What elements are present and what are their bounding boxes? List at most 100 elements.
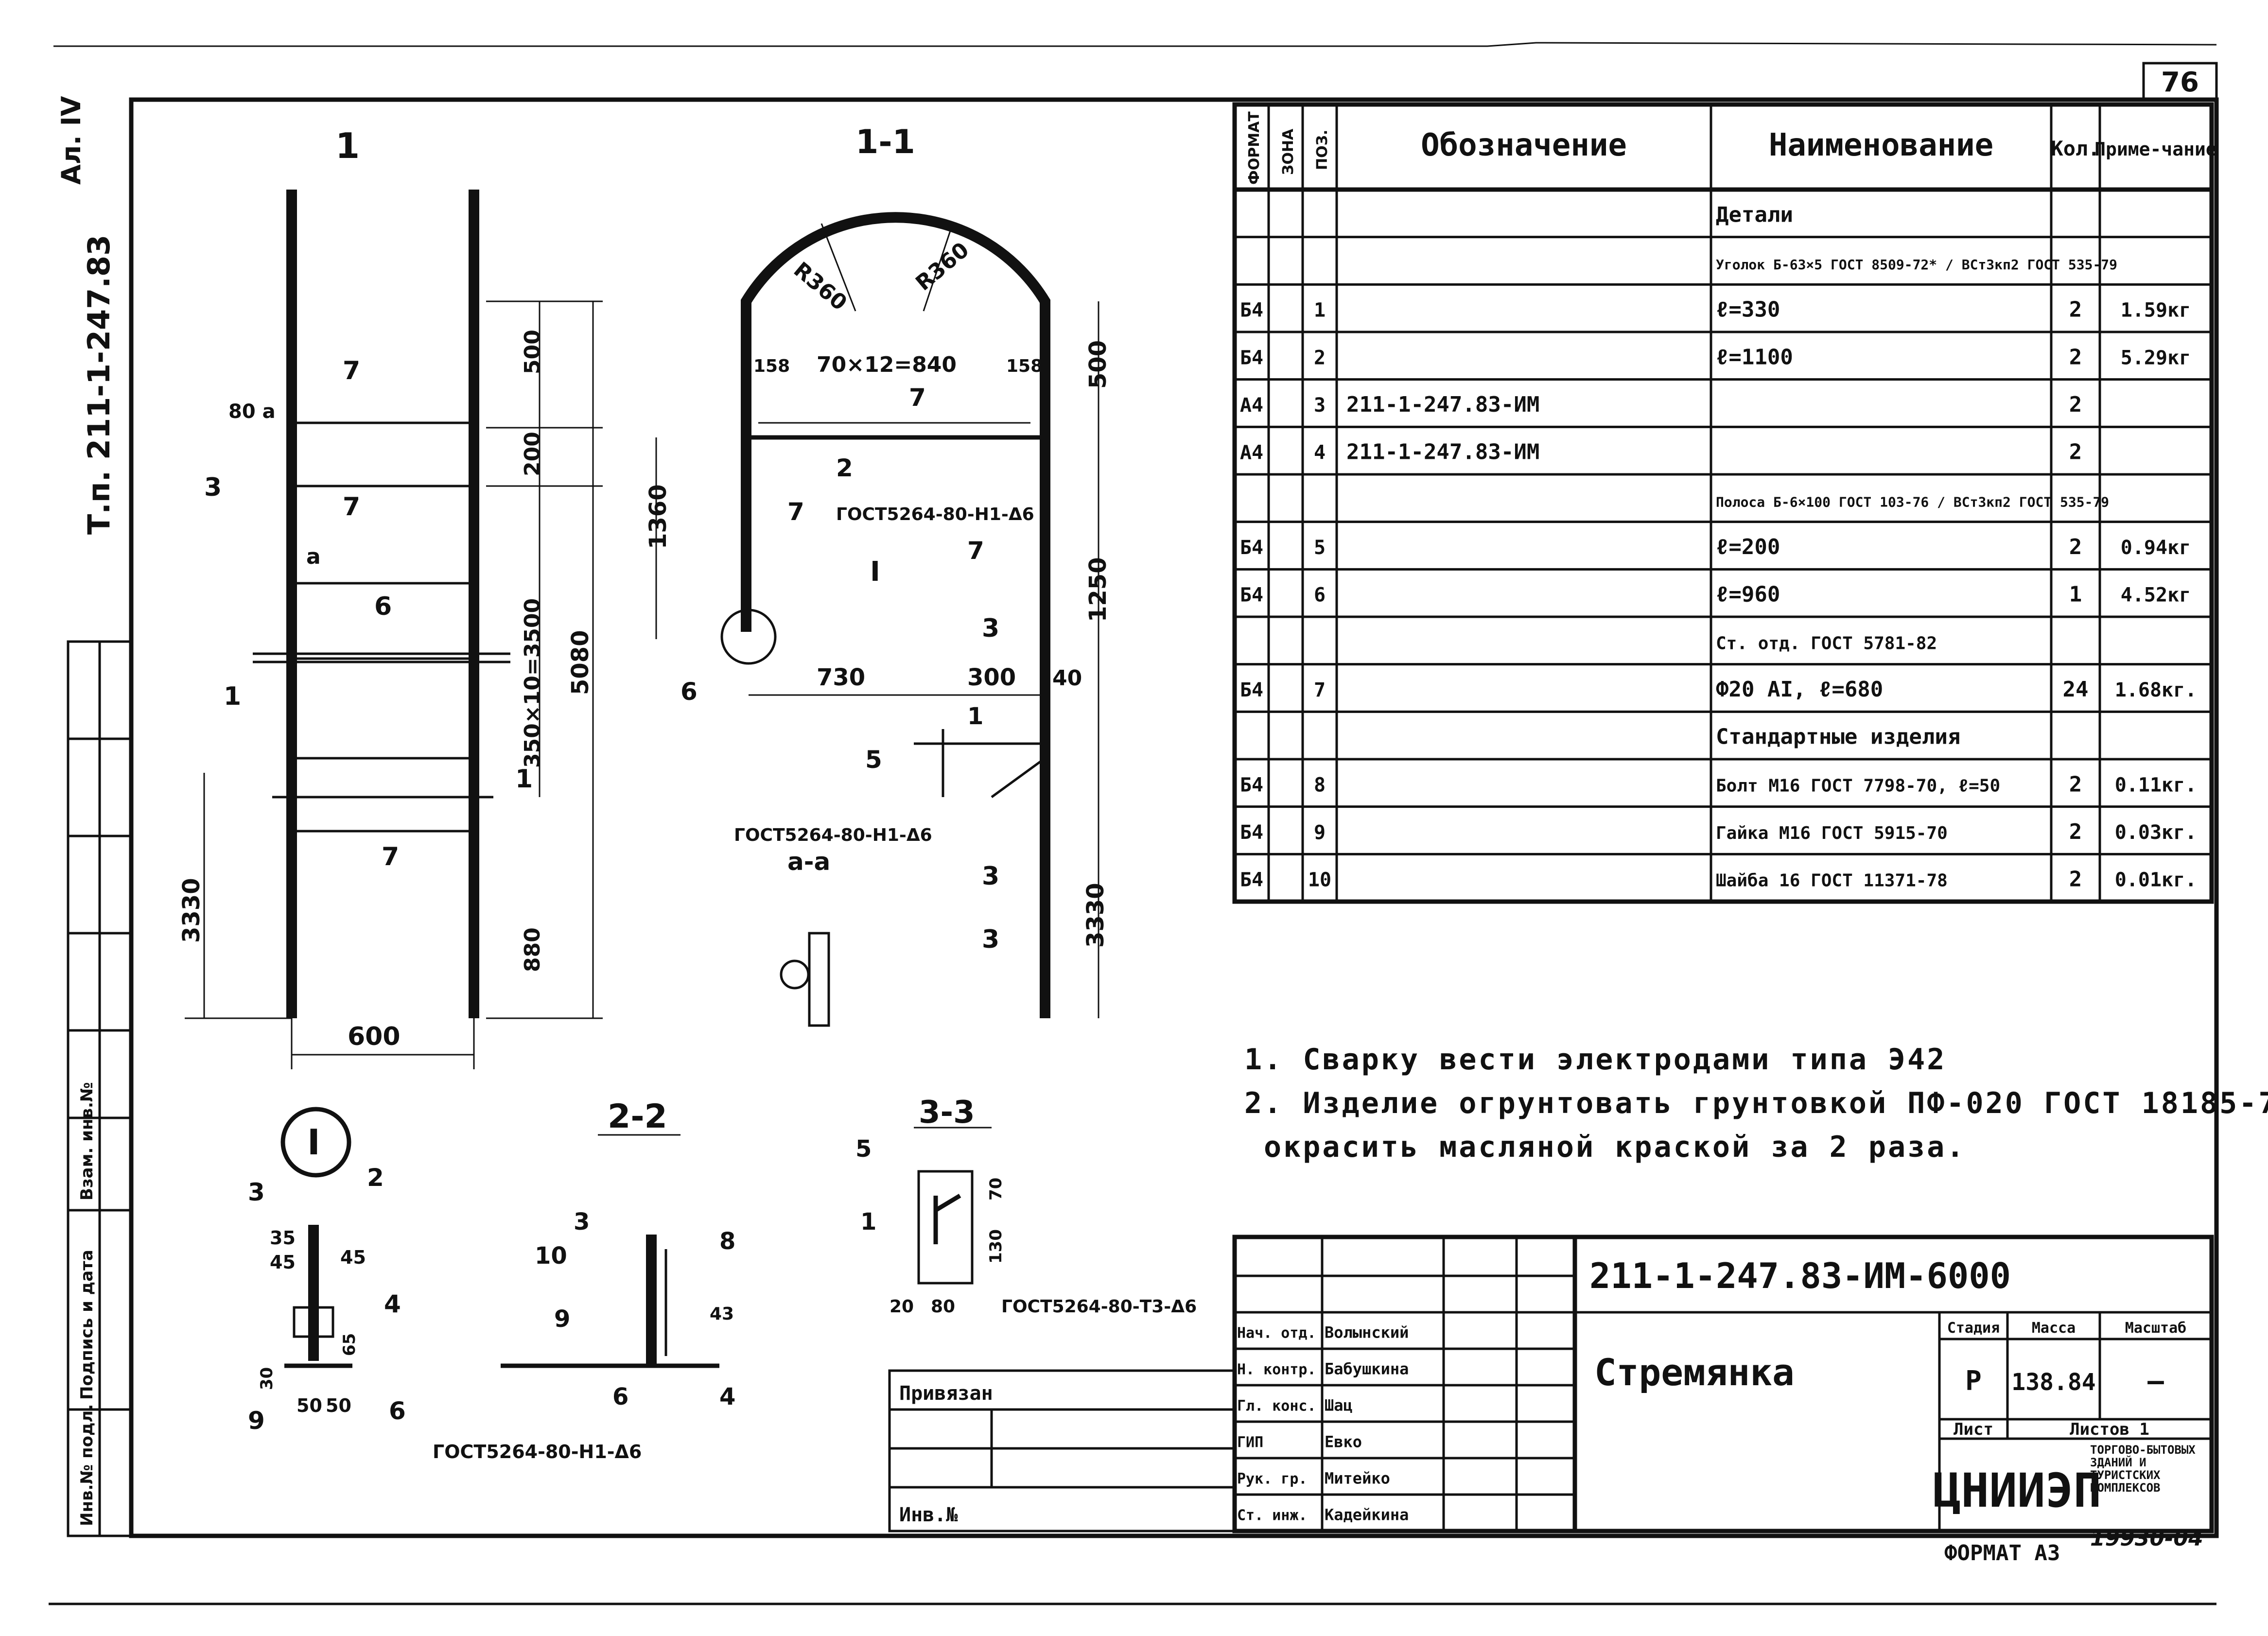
callout-4b: 4 (719, 1383, 735, 1410)
spec-cell-qty: 24 (2063, 677, 2089, 702)
spec-cell-format: А4 (1240, 442, 1263, 464)
spec-cell-name: Ф20 АI, ℓ=680 (1716, 677, 1883, 702)
spec-cell-pos: 9 (1314, 821, 1326, 844)
callout-4: 4 (384, 1290, 401, 1318)
spec-cell-name: ℓ=330 (1716, 297, 1780, 322)
spec-cell-format: Б4 (1240, 299, 1263, 322)
spec-cell-name: Болт М16 ГОСТ 7798-70, ℓ=50 (1716, 776, 2000, 796)
dim-3330b: 3330 (1082, 883, 1109, 948)
title-block (888, 1235, 2214, 1533)
dim-130: 130 (986, 1229, 1006, 1264)
dim-158a: 158 (753, 356, 790, 376)
dim-50a: 50 (297, 1395, 322, 1416)
hdr-format: ФОРМАТ (1246, 111, 1263, 185)
ladder-front-view (185, 190, 603, 1069)
spec-cell-name: Стандартные изделия (1716, 725, 1960, 749)
stage-label: Стадия (1947, 1320, 2000, 1337)
dim-45a: 45 (270, 1252, 296, 1273)
section-1-1 (655, 212, 1099, 1018)
note-2: 2. Изделие огрунтовать грунтовкой ПФ-020… (1244, 1086, 2268, 1120)
callout-5: 5 (865, 746, 882, 774)
dim-65: 65 (340, 1333, 359, 1356)
dim-730: 730 (817, 664, 865, 691)
sheet-label: Лист (1954, 1420, 1993, 1439)
dim-43: 43 (710, 1304, 734, 1324)
spec-cell-note: 1.59кг (2121, 299, 2191, 322)
series-code: Т.п. 211-1-247.83 (81, 235, 117, 535)
callout-80a: 80 а (228, 400, 276, 423)
section-2-2 (501, 1134, 719, 1368)
weld-label-1: ГОСТ5264-80-Н1-Δ6 (836, 505, 1034, 524)
spec-cell-name: Ст. отд. ГОСТ 5781-82 (1716, 633, 1937, 653)
spec-cell-name: Гайка М16 ГОСТ 5915-70 (1716, 823, 1948, 843)
spec-cell-qty: 2 (2069, 440, 2082, 465)
spec-cell-designation: 211-1-247.83-ИМ (1346, 440, 1539, 465)
callout-6b: 6 (680, 678, 698, 706)
staff-name: Волынский (1325, 1323, 1409, 1342)
weld-label-2: ГОСТ5264-80-Н1-Δ6 (734, 825, 932, 845)
callout-a: а (306, 544, 321, 569)
staff-name: Кадейкина (1325, 1506, 1409, 1524)
callout-7b: 7 (343, 492, 360, 522)
callout-3b: 3 (982, 614, 999, 643)
dim-500: 500 (520, 330, 545, 374)
spec-cell-pos: 10 (1308, 869, 1331, 891)
spec-cell-qty: 2 (2069, 867, 2082, 892)
spec-cell-format: А4 (1240, 394, 1263, 417)
dim-200: 200 (520, 432, 545, 476)
callout-9b: 9 (554, 1305, 570, 1333)
dim-80: 80 (931, 1297, 955, 1317)
spec-cell-qty: 2 (2069, 297, 2082, 322)
strip-inv-podl: Инв.№ подл. (77, 1404, 97, 1526)
spec-cell-pos: 8 (1314, 774, 1326, 796)
main-frame (129, 97, 2219, 1538)
spec-cell-designation: 211-1-247.83-ИМ (1346, 392, 1539, 417)
section-2-2-label: 2-2 (608, 1097, 667, 1136)
spec-cell-qty: 2 (2069, 392, 2082, 417)
staff-name: Евко (1325, 1433, 1362, 1451)
strip-signature-date: Подпись и дата (77, 1250, 97, 1400)
spec-cell-format: Б4 (1240, 537, 1263, 559)
callout-8: 8 (719, 1228, 735, 1255)
hdr-pos: ПОЗ. (1314, 130, 1331, 170)
dim-30: 30 (257, 1367, 277, 1390)
spec-cell-qty: 1 (2069, 582, 2082, 607)
staff-role: Ст. инж. (1237, 1507, 1308, 1524)
dim-600: 600 (348, 1022, 401, 1051)
callout-6c: 6 (389, 1397, 406, 1425)
sheet-number-box (2142, 62, 2218, 101)
spec-cell-name: ℓ=1100 (1716, 345, 1793, 369)
callout-3e: 3 (248, 1178, 265, 1206)
spec-cell-qty: 2 (2069, 345, 2082, 369)
spec-cell-note: 0.94кг (2121, 537, 2191, 559)
spec-cell-name: ℓ=960 (1716, 582, 1780, 607)
dim-1250: 1250 (1084, 557, 1112, 622)
hdr-qty: Кол. (2051, 137, 2100, 160)
callout-7a: 7 (343, 356, 360, 385)
spec-cell-format: Б4 (1240, 584, 1263, 607)
album-mark: Ал. IV (56, 96, 87, 185)
callout-3d: 3 (982, 925, 999, 954)
inv-no-label: Инв.№ (899, 1504, 958, 1526)
hdr-note: Приме-чание (2094, 139, 2217, 160)
dim-40: 40 (1052, 666, 1082, 691)
staff-name: Митейко (1325, 1469, 1390, 1488)
doc-title: Стремянка (1594, 1351, 1795, 1394)
scale-label: Масштаб (2125, 1320, 2186, 1337)
weld-label-4: ГОСТ5264-80-Т3-Δ6 (1001, 1297, 1197, 1317)
callout-5b: 5 (855, 1135, 872, 1163)
dim-20: 20 (890, 1297, 914, 1317)
spec-cell-pos: 6 (1314, 584, 1326, 607)
spec-cell-note: 4.52кг (2121, 584, 2191, 607)
weld-label-3: ГОСТ5264-80-Н1-Δ6 (433, 1441, 642, 1462)
dim-50b: 50 (326, 1395, 351, 1416)
callout-3c: 3 (982, 862, 999, 891)
staff-name: Бабушкина (1325, 1360, 1409, 1378)
callout-6: 6 (374, 592, 392, 621)
doc-code: 211-1-247.83-ИМ-6000 (1589, 1255, 2011, 1296)
spec-cell-name: Уголок Б-63×5 ГОСТ 8509-72* / ВСт3кп2 ГО… (1716, 257, 2117, 273)
hdr-name: Наименование (1769, 127, 1993, 163)
spec-cell-pos: 7 (1314, 679, 1326, 701)
